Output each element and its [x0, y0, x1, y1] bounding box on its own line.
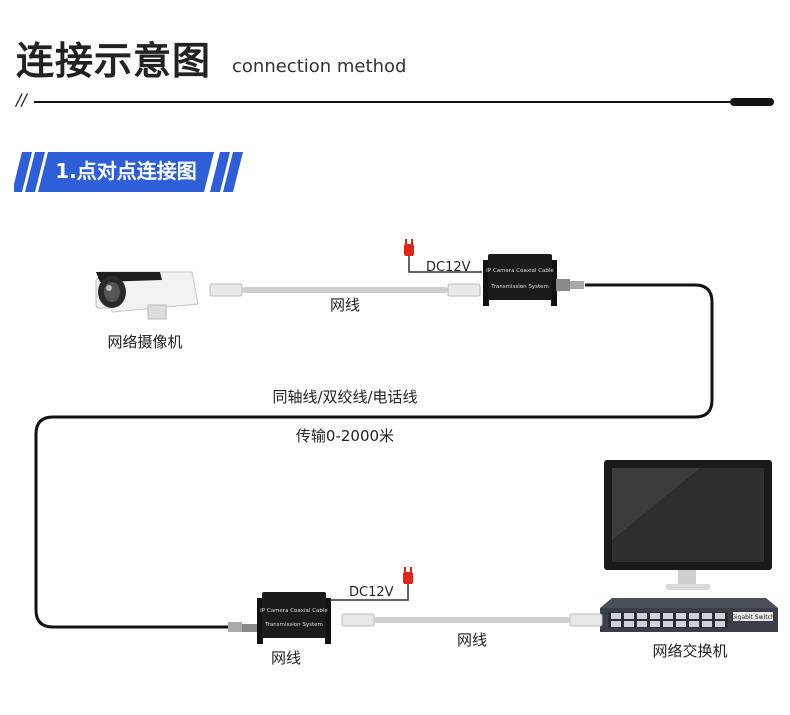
receiver-face-line1: IP Camera Coaxial Cable	[260, 608, 328, 614]
page-title: 连接示意图	[16, 39, 212, 83]
rule-prefix: //	[16, 90, 27, 109]
bottom-power-label: DC12V	[349, 585, 394, 600]
tab-body	[38, 152, 214, 192]
header-divider-cap	[730, 98, 774, 106]
bottom-power-plug-icon	[330, 567, 413, 601]
receiver-face-line2: Transmission System	[264, 622, 323, 628]
switch-label: 网络交换机	[652, 642, 727, 660]
section-label: 1.点对点连接图	[55, 159, 197, 183]
header-divider	[34, 101, 734, 103]
network-switch-icon: Gigabit Switch	[600, 598, 778, 632]
transmitter-device: IP Camera Coaxial Cable Transmission Sys…	[483, 254, 584, 306]
page-subtitle: connection method	[232, 56, 407, 77]
monitor-icon	[604, 460, 772, 590]
receiver-device: IP Camera Coaxial Cable Transmission Sys…	[228, 592, 331, 644]
tab-slash-left-1	[14, 152, 32, 192]
top-power-label: DC12V	[426, 260, 471, 275]
ip-camera-icon	[95, 271, 199, 320]
top-cable-label: 网线	[330, 296, 360, 314]
transmitter-face-line1: IP Camera Coaxial Cable	[486, 268, 554, 274]
top-power-plug-icon	[404, 239, 482, 273]
camera-label: 网络摄像机	[107, 333, 182, 351]
top-ethernet-cable	[209, 283, 481, 297]
bottom-cable-label: 网线	[457, 631, 487, 649]
section-tab: 1.点对点连接图	[14, 152, 243, 192]
tab-slash-right-1	[210, 152, 230, 192]
switch-brand-label: Gigabit Switch	[731, 614, 775, 621]
tab-slash-left-2	[25, 152, 45, 192]
tab-slash-right-2	[223, 152, 243, 192]
coax-trunk-cable	[34, 283, 714, 629]
transmitter-face-line2: Transmission System	[490, 284, 549, 290]
receiver-label: 网线	[271, 649, 301, 667]
trunk-cable-label: 同轴线/双绞线/电话线	[272, 388, 417, 406]
distance-label: 传输0-2000米	[296, 427, 394, 445]
bottom-ethernet-cable	[341, 613, 603, 627]
